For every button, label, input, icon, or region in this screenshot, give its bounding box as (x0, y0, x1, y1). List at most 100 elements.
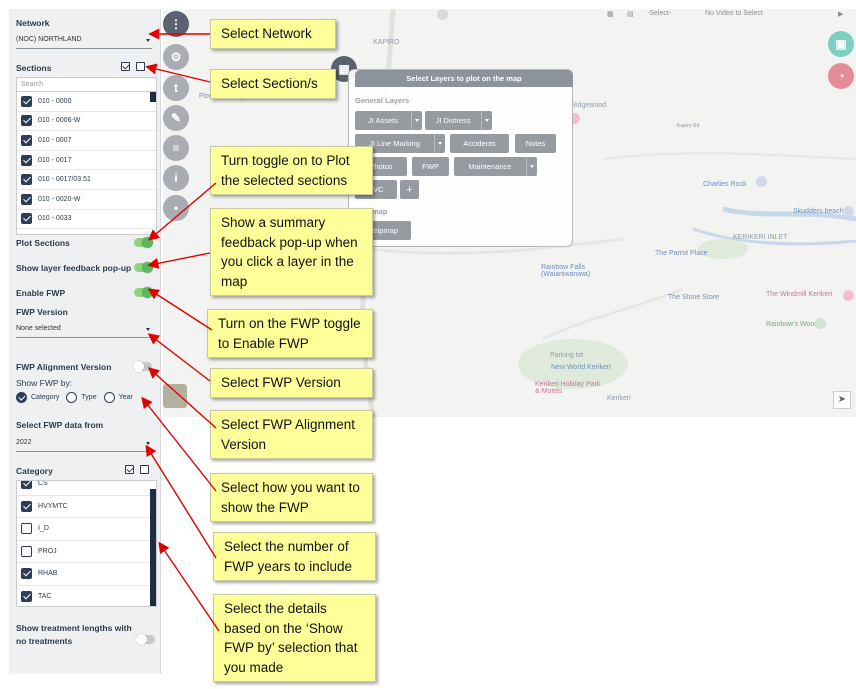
category-list-item[interactable]: HVYMTC (17, 496, 156, 518)
play-icon[interactable]: ▶ (838, 11, 844, 18)
category-list-item[interactable]: CS (17, 481, 156, 496)
chart-panel-icon[interactable]: ◔ (828, 63, 854, 89)
section-list-item[interactable]: 010 - 0017/03.51 (17, 170, 156, 190)
video-list[interactable]: No Video to Select (705, 10, 763, 17)
locate-icon[interactable]: ➤ (833, 391, 851, 409)
compass-icon[interactable] (437, 9, 448, 20)
layer-button-ji-assets[interactable]: JI Assets (355, 111, 422, 130)
layer-button-accidents[interactable]: Accidents (450, 134, 509, 153)
grid-icon[interactable]: ▦ (607, 11, 614, 18)
section-checkbox[interactable] (21, 134, 32, 146)
section-checkbox[interactable] (21, 193, 32, 205)
radio-year[interactable] (103, 392, 115, 403)
section-label: 010 - 0017 (38, 156, 72, 164)
chevron-down-icon (146, 328, 150, 331)
map-pin-icon[interactable] (843, 206, 854, 217)
section-checkbox[interactable] (21, 154, 32, 166)
deselect-all-sections-icon[interactable] (136, 62, 145, 71)
place-label: KAPIRO (373, 39, 400, 46)
sections-scrollbar[interactable] (150, 92, 156, 102)
network-select[interactable]: (NOC) NORTHLAND (16, 33, 152, 49)
place-label: Ridgewood (571, 102, 607, 109)
enable-fwp-toggle[interactable] (134, 287, 153, 298)
category-checkbox[interactable] (21, 568, 32, 580)
place-label: Rainbow Falls (Waianiwaniwa) (541, 264, 591, 278)
radio-category[interactable] (16, 392, 27, 403)
sections-label: Sections (16, 63, 52, 73)
category-list-item[interactable]: I_D (17, 518, 156, 541)
category-list-item[interactable]: RHAB (17, 563, 156, 586)
section-list-item[interactable]: 010 - 0007 (17, 131, 156, 151)
section-list-item[interactable]: 010 - 0033 (17, 210, 156, 230)
settings-sidebar: Network (NOC) NORTHLAND Sections Search … (9, 9, 161, 674)
layer-button-ji-line-marking[interactable]: JI Line Marking (355, 134, 445, 153)
section-checkbox[interactable] (21, 174, 32, 186)
layer-button-ji-distress[interactable]: JI Distress (425, 111, 492, 130)
select-all-categories-icon[interactable] (125, 465, 134, 474)
map-thumbnail[interactable] (163, 384, 187, 408)
tool-icon[interactable]: • (163, 195, 189, 221)
section-label: 010 - 0007 (38, 136, 72, 144)
place-label: Kapiro Rd (677, 123, 700, 129)
list-icon[interactable]: ≡ (163, 135, 189, 161)
network-label: Network (16, 18, 50, 28)
place-label: KERIKERI INLET (733, 234, 788, 241)
section-label: 010 - 0033 (38, 215, 72, 223)
video-select[interactable]: -Select- (647, 10, 672, 17)
place-label: Rainbow's Wood (766, 321, 819, 328)
category-checkbox[interactable] (21, 523, 32, 535)
menu-icon[interactable]: ⋮ (163, 11, 189, 37)
layer-button-fwp[interactable]: FWP (412, 157, 449, 176)
category-checkbox[interactable] (21, 590, 32, 602)
table-panel-icon[interactable]: ▣ (828, 31, 854, 57)
section-checkbox[interactable] (21, 213, 32, 225)
section-list-item[interactable]: 010 - 0000 (17, 92, 156, 112)
chevron-down-icon (146, 39, 150, 42)
category-list-item[interactable]: PROJ (17, 541, 156, 563)
callout-feedback-popup: Show a summary feedback pop-up when you … (210, 208, 373, 296)
section-checkbox[interactable] (21, 95, 32, 107)
section-label: 010 - 0020-W (38, 195, 81, 203)
place-label: Kerikeri Holiday Park & Motels (535, 381, 601, 395)
layers-icon[interactable]: t (163, 75, 189, 101)
map-pin-icon[interactable] (815, 318, 826, 329)
category-checkbox[interactable] (21, 481, 32, 490)
select-all-sections-icon[interactable] (121, 62, 130, 71)
deselect-all-categories-icon[interactable] (140, 465, 149, 474)
radio-type[interactable] (66, 392, 78, 403)
fwp-version-select[interactable]: None selected (16, 322, 152, 338)
network-value: (NOC) NORTHLAND (16, 36, 82, 43)
plot-sections-toggle[interactable] (134, 237, 153, 248)
section-list-item[interactable]: 010 - 0020-W (17, 190, 156, 210)
add-layer-icon[interactable]: + (400, 180, 419, 199)
category-label: TAC (38, 592, 52, 600)
fwp-version-label: FWP Version (16, 307, 68, 317)
section-label: 010 - 0006-W (38, 117, 81, 125)
map-pin-icon[interactable] (756, 176, 767, 187)
section-list-item[interactable]: 010 - 0006-W (17, 112, 156, 132)
layer-button-maintenance[interactable]: Maintenance (454, 157, 537, 176)
map-pin-icon[interactable] (843, 290, 854, 301)
section-list-item[interactable]: 010 - 0017 (17, 151, 156, 171)
category-list-item[interactable]: TAC (17, 586, 156, 607)
category-checkbox[interactable] (21, 545, 32, 557)
video-icon[interactable]: ▤ (627, 11, 634, 18)
fwp-data-from-select[interactable]: 2022 (16, 436, 152, 452)
layer-feedback-toggle[interactable] (134, 262, 153, 273)
section-checkbox[interactable] (21, 115, 32, 127)
fwp-alignment-toggle[interactable] (133, 361, 152, 372)
category-checkbox[interactable] (21, 500, 32, 512)
section-label: 010 - 0017/03.51 (38, 176, 91, 184)
layer-button-notes[interactable]: Notes (515, 134, 556, 153)
info-icon[interactable]: i (163, 165, 189, 191)
show-fwp-by-label: Show FWP by: (16, 378, 73, 388)
settings-icon[interactable]: ⚙ (163, 44, 189, 70)
treatment-lengths-toggle[interactable] (136, 634, 155, 645)
map-pin-icon[interactable] (569, 113, 580, 124)
category-scrollbar[interactable] (150, 489, 156, 606)
sections-search-input[interactable]: Search (17, 78, 156, 92)
edit-icon[interactable]: ✎ (163, 105, 189, 131)
category-label: HVYMTC (38, 502, 68, 510)
place-label: The Windmill Kerikeri (766, 291, 833, 298)
